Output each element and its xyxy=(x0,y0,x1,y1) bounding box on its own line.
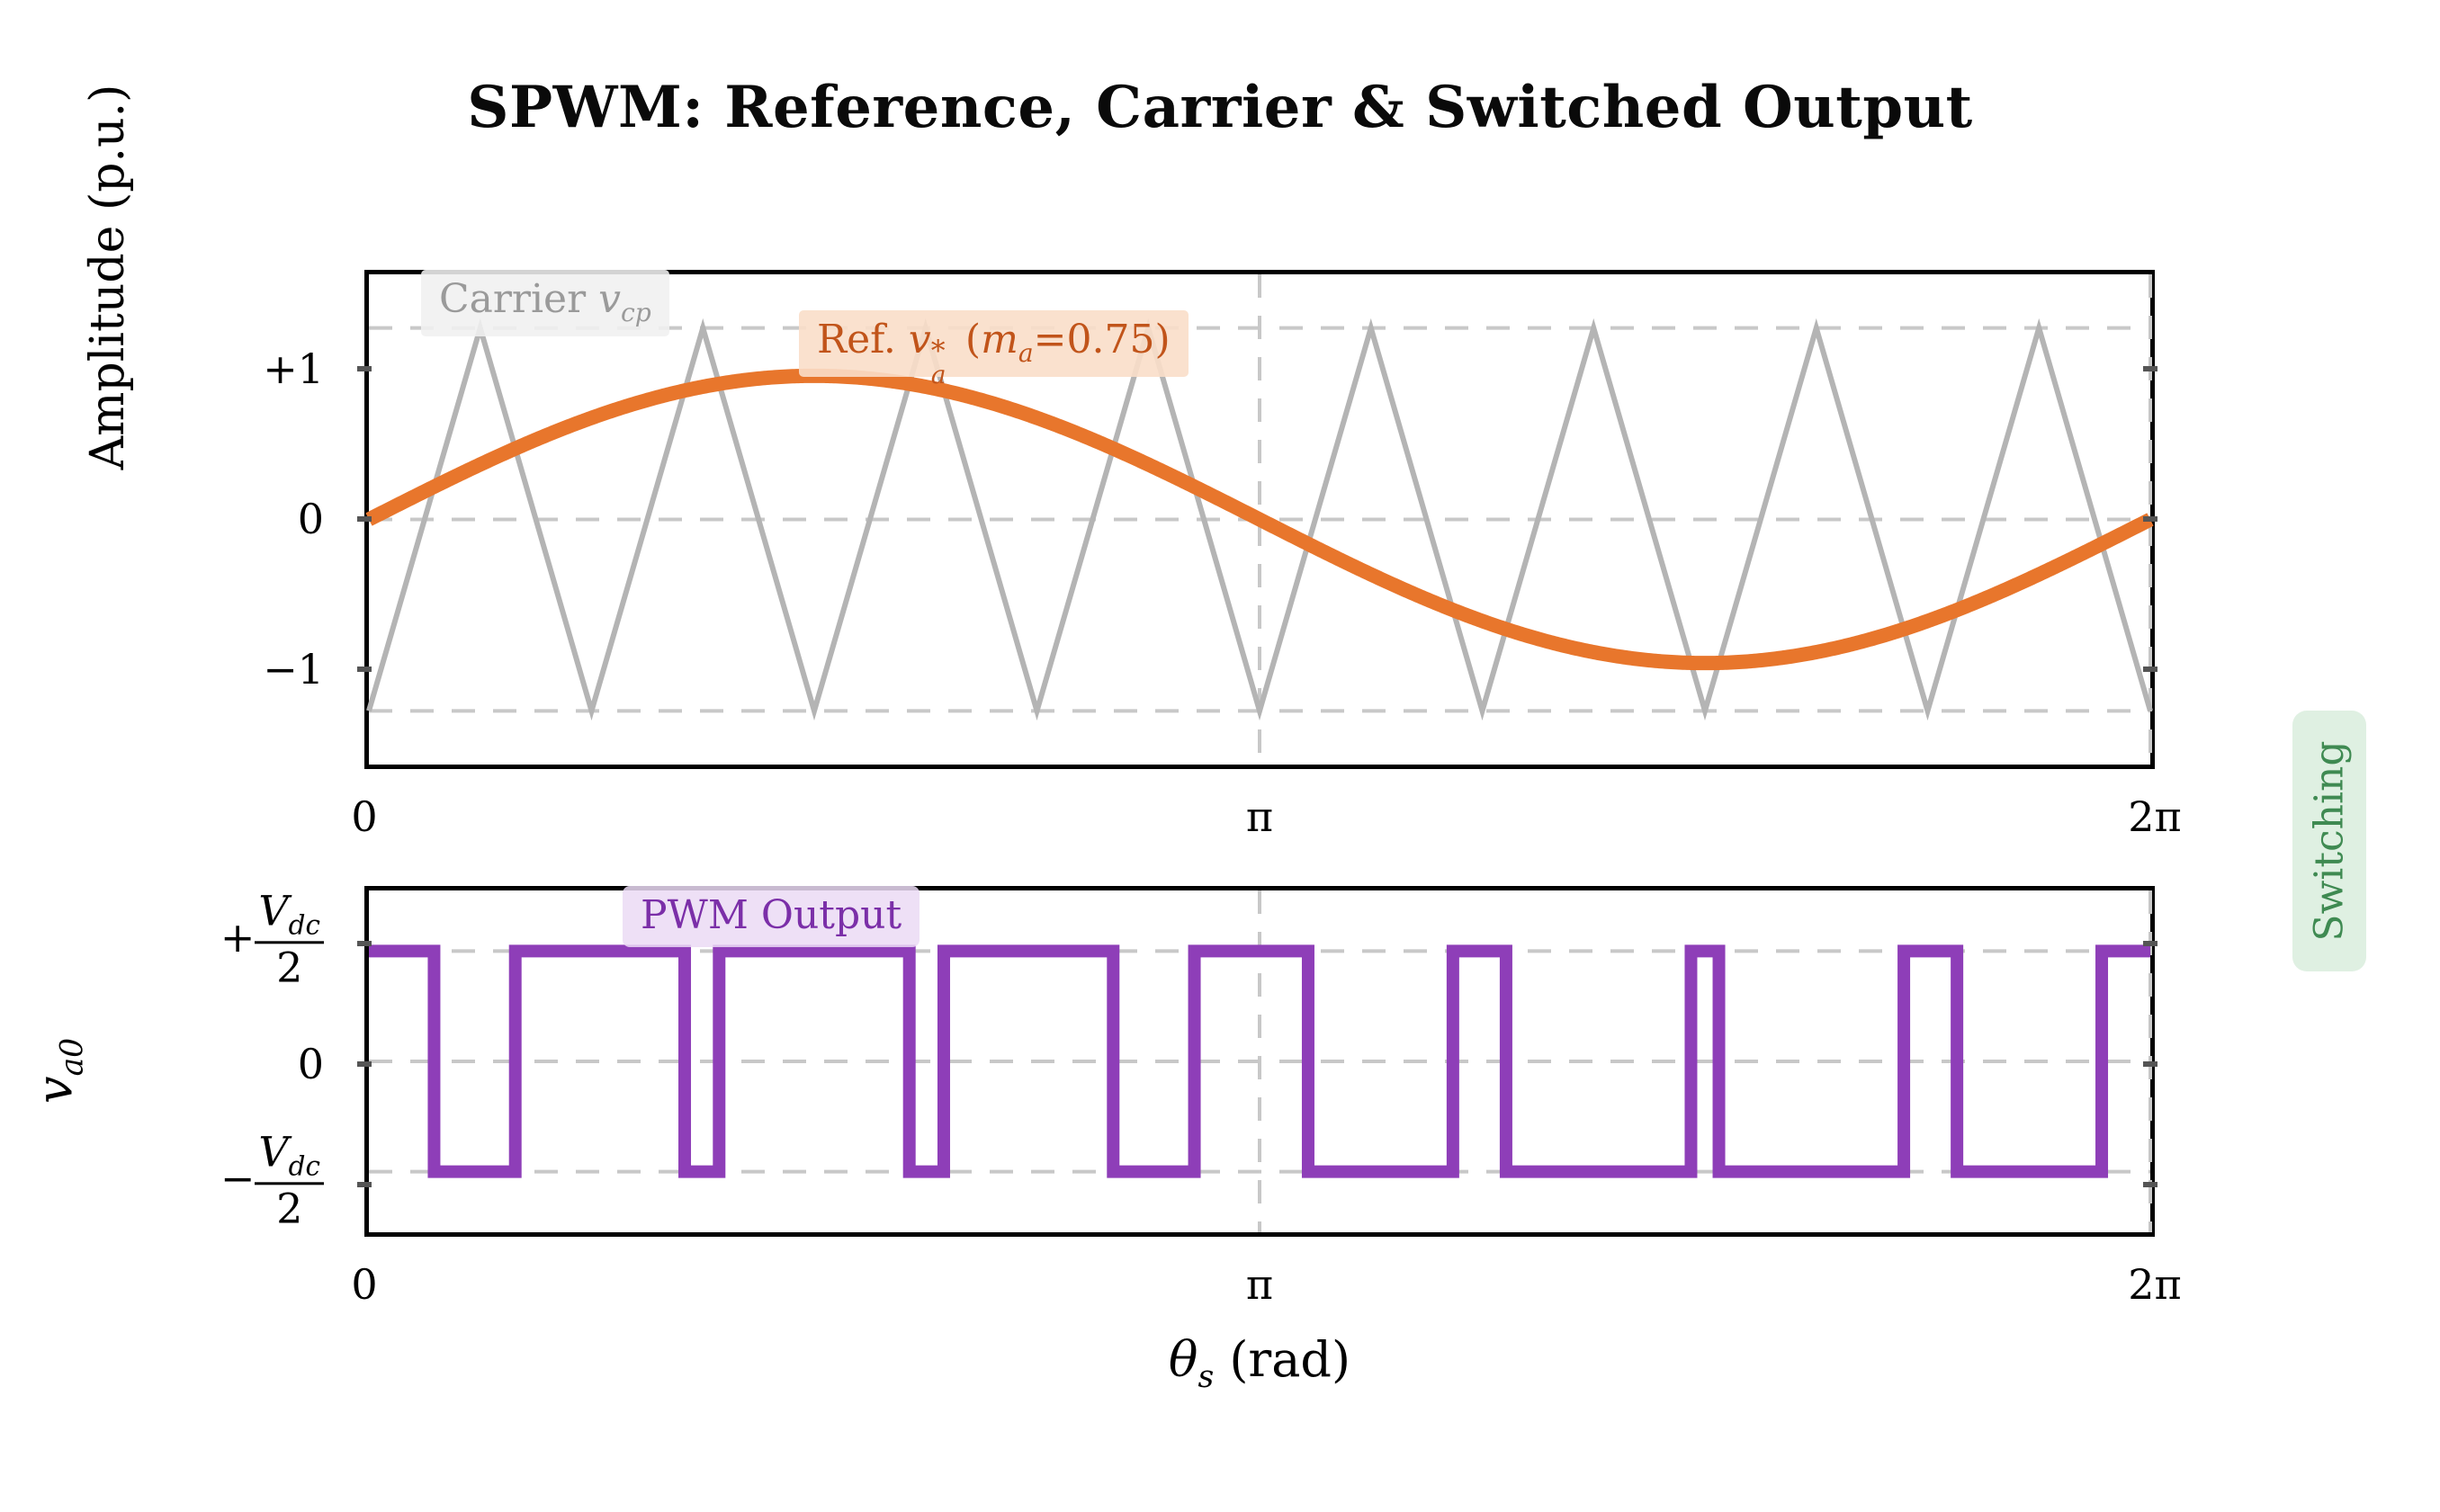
reference-symbol-sup: * xyxy=(930,335,946,368)
bottom-xtick-label-0: 0 xyxy=(351,1260,378,1309)
top-ytick-mark-minus1-right xyxy=(2143,667,2157,672)
reference-value: 0.75 xyxy=(1066,317,1155,362)
bottom-ytick-num-plus: Vdc xyxy=(255,889,324,944)
bottom-ytick-den-minus: 2 xyxy=(276,1184,303,1233)
xaxis-theta-sub: s xyxy=(1198,1358,1215,1395)
carrier-symbol-sub: cp xyxy=(620,297,651,327)
reference-m: m xyxy=(981,317,1018,362)
bottom-ytick-mark-plus-right xyxy=(2143,941,2157,946)
bottom-ylabel-sub: a0 xyxy=(54,1037,91,1077)
xaxis-unit: (rad) xyxy=(1229,1331,1351,1388)
bottom-ylabel-v: v xyxy=(26,1076,84,1104)
reference-equals: = xyxy=(1033,317,1067,362)
bottom-ytick-mark-plus xyxy=(357,941,372,946)
carrier-waveform xyxy=(366,318,2153,721)
carrier-legend-annotation: Carrier vcp xyxy=(421,270,669,337)
bottom-ytick-plus-sign: + xyxy=(220,913,256,962)
top-plot-ylabel: Amplitude (p.u.) xyxy=(81,84,135,470)
bottom-ytick-v-plus: V xyxy=(258,886,289,935)
bottom-ytick-den-plus: 2 xyxy=(276,943,303,992)
pwm-legend-annotation: PWM Output xyxy=(623,886,920,948)
bottom-ytick-num-minus: Vdc xyxy=(255,1130,324,1185)
reference-paren-close: ) xyxy=(1154,317,1171,362)
bottom-ytick-mark-zero xyxy=(357,1061,372,1067)
reference-waveform xyxy=(363,368,2156,671)
bottom-ytick-mark-minus xyxy=(357,1182,372,1187)
carrier-legend-text: Carrier xyxy=(439,276,587,322)
top-ytick-mark-zero xyxy=(357,516,372,522)
page-title: SPWM: Reference, Carrier & Switched Outp… xyxy=(467,74,1973,141)
top-plot-canvas xyxy=(363,274,2156,765)
xaxis-label: θs (rad) xyxy=(364,1331,2155,1395)
bottom-ytick-mark-zero-right xyxy=(2143,1061,2157,1067)
reference-paren-open: ( xyxy=(964,317,982,362)
bottom-ytick-minus-sign: − xyxy=(220,1154,256,1203)
top-ytick-mark-zero-right xyxy=(2143,516,2157,522)
top-ytick-label-plus1: +1 xyxy=(263,344,324,393)
bottom-ytick-mark-minus-right xyxy=(2143,1182,2157,1187)
bottom-plot-canvas xyxy=(369,890,2152,1232)
top-ytick-mark-plus1-right xyxy=(2143,366,2157,371)
top-xtick-label-0: 0 xyxy=(351,792,378,841)
reference-legend-annotation: Ref. v*a (ma=0.75) xyxy=(799,310,1189,388)
bottom-ytick-v-minus: V xyxy=(258,1127,289,1176)
bottom-plot-ylabel: va0 xyxy=(27,971,91,1169)
top-xtick-label-pi: π xyxy=(1245,792,1274,841)
switching-side-tag-label: Switching xyxy=(2306,740,2353,942)
top-ytick-label-minus1: −1 xyxy=(263,645,324,693)
bottom-plot-axes xyxy=(364,886,2155,1237)
top-ytick-mark-plus1 xyxy=(357,366,372,371)
bottom-xtick-label-pi: π xyxy=(1245,1260,1274,1309)
top-plot-axes xyxy=(363,270,2156,769)
top-ytick-label-zero: 0 xyxy=(297,495,324,543)
carrier-symbol-v: v xyxy=(598,276,621,322)
pwm-waveform xyxy=(369,944,2150,1178)
bottom-xtick-label-2pi: 2π xyxy=(2128,1260,2182,1309)
reference-symbol-sub: a xyxy=(930,359,946,389)
switching-side-tag: Switching xyxy=(2292,711,2366,971)
reference-m-sub: a xyxy=(1018,337,1034,368)
xaxis-theta: θ xyxy=(1168,1331,1198,1388)
bottom-ytick-dc-plus: dc xyxy=(288,909,320,941)
reference-legend-text: Ref. xyxy=(817,317,896,362)
top-xtick-label-2pi: 2π xyxy=(2128,792,2182,841)
pwm-legend-text: PWM Output xyxy=(641,892,902,938)
bottom-ytick-label-zero: 0 xyxy=(297,1040,324,1088)
top-ytick-mark-minus1 xyxy=(357,667,372,672)
bottom-ytick-dc-minus: dc xyxy=(288,1150,320,1182)
reference-symbol-v: v xyxy=(908,317,931,362)
